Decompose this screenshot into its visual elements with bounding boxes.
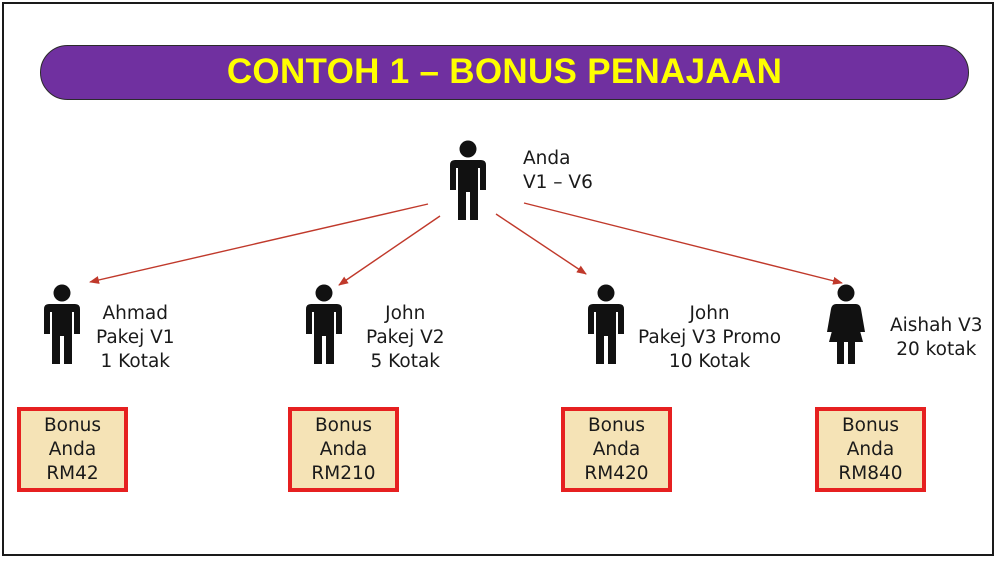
arrow-to-john-v3 bbox=[495, 213, 587, 275]
person-male-icon bbox=[44, 284, 80, 364]
top-node-line-2: V1 – V6 bbox=[523, 172, 593, 193]
node-3-line-2: Pakej V3 Promo bbox=[638, 327, 782, 348]
bonus-4-line-1: Bonus bbox=[841, 414, 900, 436]
arrow-to-john-v2 bbox=[338, 215, 441, 286]
node-3-line-3: 10 Kotak bbox=[668, 351, 751, 372]
node-4-label: Aishah V3 20 kotak bbox=[890, 314, 983, 362]
bonus-2-line-1: Bonus bbox=[314, 414, 373, 436]
node-2-line-2: Pakej V2 bbox=[366, 327, 445, 348]
node-4-line-1: Aishah V3 bbox=[890, 315, 983, 336]
diagram-canvas bbox=[89, 202, 843, 286]
slide: CONTOH 1 – BONUS PENAJAAN Anda V1 – V6 A… bbox=[2, 2, 994, 556]
bonus-4-amount: RM840 bbox=[838, 462, 903, 484]
bonus-3-line-2: Anda bbox=[592, 438, 641, 460]
bonus-2-line-2: Anda bbox=[319, 438, 368, 460]
node-2-label: John Pakej V2 5 Kotak bbox=[366, 302, 445, 374]
node-3-line-1: John bbox=[689, 303, 730, 324]
bonus-4-line-2: Anda bbox=[846, 438, 895, 460]
arrow-to-aishah bbox=[523, 202, 843, 285]
person-female-icon bbox=[827, 284, 865, 364]
bonus-3-line-1: Bonus bbox=[587, 414, 646, 436]
person-male-icon bbox=[450, 140, 486, 220]
bonus-box-3: Bonus Anda RM420 bbox=[561, 407, 672, 492]
bonus-1-amount: RM42 bbox=[46, 462, 99, 484]
title-banner: CONTOH 1 – BONUS PENAJAAN bbox=[40, 45, 969, 100]
arrow-to-ahmad bbox=[89, 203, 429, 284]
node-2-line-3: 5 Kotak bbox=[370, 351, 441, 372]
top-node-label: Anda V1 – V6 bbox=[523, 147, 593, 195]
node-1-line-3: 1 Kotak bbox=[100, 351, 171, 372]
top-node-line-1: Anda bbox=[523, 148, 571, 169]
node-4-line-2: 20 kotak bbox=[896, 339, 977, 360]
bonus-box-1: Bonus Anda RM42 bbox=[17, 407, 128, 492]
person-male-icon bbox=[306, 284, 342, 364]
node-1-label: Ahmad Pakej V1 1 Kotak bbox=[96, 302, 175, 374]
bonus-1-line-1: Bonus bbox=[43, 414, 102, 436]
bonus-1-line-2: Anda bbox=[48, 438, 97, 460]
node-3-label: John Pakej V3 Promo 10 Kotak bbox=[638, 302, 781, 374]
node-1-line-2: Pakej V1 bbox=[96, 327, 175, 348]
bonus-3-amount: RM420 bbox=[584, 462, 649, 484]
slide-title: CONTOH 1 – BONUS PENAJAAN bbox=[226, 51, 783, 91]
bonus-box-2: Bonus Anda RM210 bbox=[288, 407, 399, 492]
node-1-line-1: Ahmad bbox=[102, 303, 169, 324]
bonus-box-4: Bonus Anda RM840 bbox=[815, 407, 926, 492]
bonus-2-amount: RM210 bbox=[311, 462, 376, 484]
node-2-line-1: John bbox=[385, 303, 426, 324]
person-male-icon bbox=[588, 284, 624, 364]
